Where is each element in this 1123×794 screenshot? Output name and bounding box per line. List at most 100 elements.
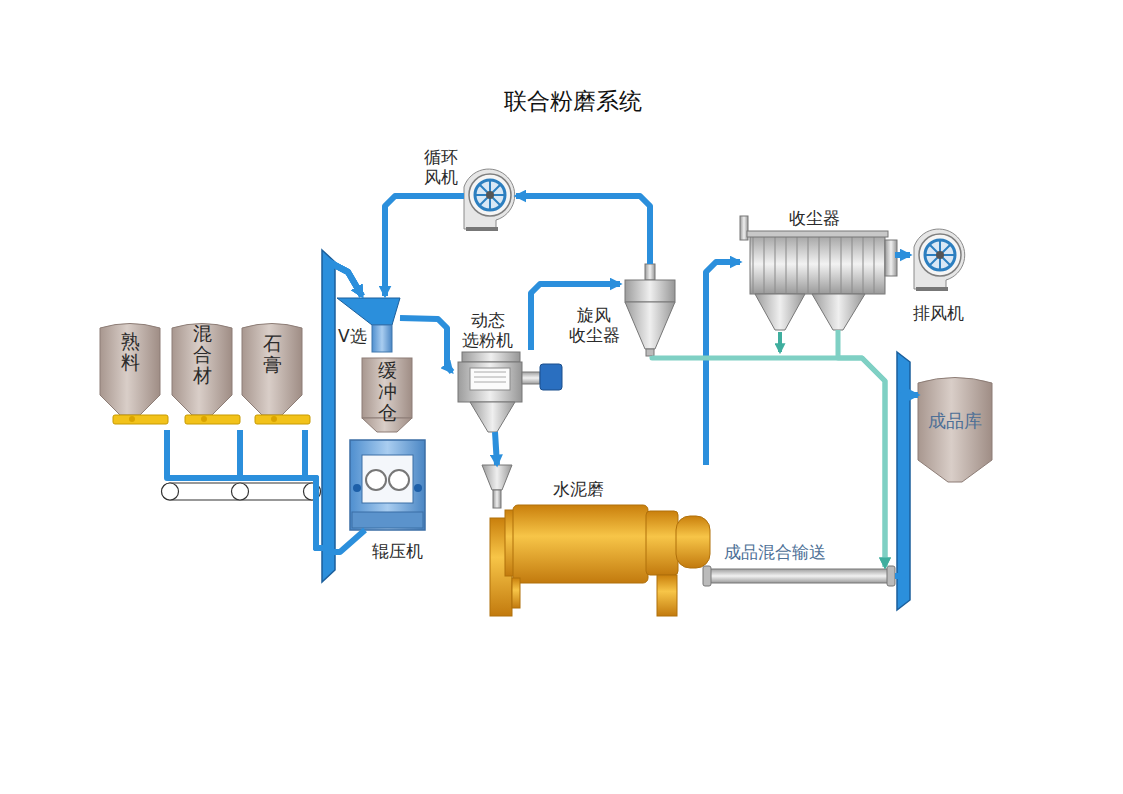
material-flow-arrow	[706, 262, 740, 465]
node-label: 水泥磨	[553, 479, 604, 499]
belt-conveyor-part	[162, 483, 320, 500]
v-separator-part	[337, 298, 400, 325]
raw-silo: 熟料	[100, 322, 168, 430]
cyclone: 旋风 收尘器	[620, 264, 680, 356]
bag-filter: 收尘器	[740, 230, 895, 330]
silo-group-part	[100, 324, 168, 425]
material-flow-arrow	[305, 262, 362, 548]
material-flow-arrow	[495, 432, 497, 465]
dynamic-separator-part	[458, 362, 522, 402]
material-flow-arrow	[329, 262, 365, 552]
node-label: 缓冲仓	[378, 360, 397, 423]
cement-mill-part	[482, 465, 512, 490]
roller-press	[350, 440, 425, 530]
bag-filter-part	[778, 332, 782, 352]
bag-filter-part	[750, 234, 885, 294]
cement-mill-part	[493, 490, 501, 508]
product-silo: 成品库	[918, 375, 992, 482]
material-flow-arrow	[240, 262, 362, 548]
roller-press-part	[352, 512, 423, 528]
node-label: 排风机	[913, 303, 964, 323]
node-label: 石膏	[263, 333, 282, 375]
bag-filter-part	[747, 231, 888, 237]
dynamic-separator	[458, 352, 562, 432]
node-label: 动态 选粉机	[461, 310, 515, 351]
exhaust-fan-part	[914, 229, 965, 291]
cement-mill-part	[512, 578, 520, 608]
roller-press-part	[414, 484, 422, 492]
node-label: V选	[338, 326, 367, 346]
node-label: 循环 风机	[422, 147, 459, 188]
exhaust-fan	[914, 229, 965, 291]
exhaust-fan: 排风机	[910, 218, 970, 290]
cement-mill	[482, 465, 710, 616]
material-flow-arrow	[895, 395, 918, 576]
v-separator: V选	[337, 296, 400, 352]
dynamic-separator-part	[522, 372, 540, 384]
product-line	[838, 330, 885, 567]
roller-press-part	[353, 484, 361, 492]
silo-group-part	[172, 324, 240, 425]
screw-conveyor: 成品混合输送	[705, 567, 895, 585]
roller-press: 辊压机	[350, 440, 425, 530]
dynamic-separator-part	[540, 364, 562, 390]
dynamic-separator-part	[470, 368, 510, 390]
buffer-bin	[362, 358, 412, 432]
product-line	[652, 356, 885, 567]
roller-press-part	[389, 470, 409, 490]
node-label: 旋风 收尘器	[567, 305, 621, 346]
cyclone-part	[625, 302, 675, 349]
cement-mill: 水泥磨	[480, 465, 712, 616]
node-label: 成品混合输送	[724, 542, 826, 562]
material-flow-arrow	[385, 196, 464, 296]
belt-conveyor-part	[232, 483, 249, 500]
roller-press-part	[362, 455, 413, 503]
bag-filter	[740, 216, 897, 352]
roller-press-part	[366, 470, 386, 490]
roller-press-part	[350, 440, 425, 530]
cyclone	[625, 264, 675, 356]
dynamic-separator: 动态 选粉机	[452, 350, 564, 432]
cement-mill-part	[646, 511, 678, 575]
dynamic-separator-part	[470, 402, 515, 432]
cement-mill-part	[676, 516, 710, 568]
v-separator	[337, 298, 400, 352]
material-flow-arrow	[167, 262, 362, 548]
material-flow-arrow	[895, 252, 910, 258]
dynamic-separator-part	[462, 352, 520, 362]
raw-silo: 石膏	[242, 322, 310, 430]
belt-conveyor-part	[162, 483, 179, 500]
node-label: 熟料	[121, 331, 140, 373]
silo-group-part	[242, 324, 310, 425]
product-silo	[918, 378, 992, 483]
screw-conveyor	[703, 566, 895, 586]
buffer-bin: 缓冲仓	[362, 358, 412, 432]
circulating-fan	[464, 169, 515, 231]
cyclone-part	[645, 264, 655, 280]
cement-mill-part	[657, 575, 677, 616]
v-separator-part	[372, 325, 392, 352]
bag-filter-part	[812, 294, 865, 330]
node-label: 辊压机	[372, 541, 423, 561]
bag-filter-part	[750, 234, 885, 294]
cyclone-part	[625, 280, 675, 302]
bucket-elevator	[322, 250, 910, 610]
material-flow-arrow	[516, 196, 650, 264]
dynamic-separator-part	[474, 372, 506, 382]
node-label: 收尘器	[789, 208, 840, 228]
node-label: 成品库	[928, 410, 982, 432]
circulating-fan-part	[464, 169, 515, 231]
screw-conveyor-part	[887, 566, 895, 586]
product-silo-part	[918, 378, 992, 483]
cement-mill-part	[513, 505, 648, 583]
node-label: 混合材	[193, 323, 212, 386]
bag-filter-part	[755, 294, 805, 330]
screw-conveyor-part	[705, 569, 895, 583]
belt-conveyor	[162, 483, 321, 500]
silo-group	[100, 324, 310, 425]
cyclone-part	[646, 349, 654, 356]
raw-silo: 混合材	[172, 322, 240, 430]
screw-conveyor-part	[703, 566, 711, 586]
